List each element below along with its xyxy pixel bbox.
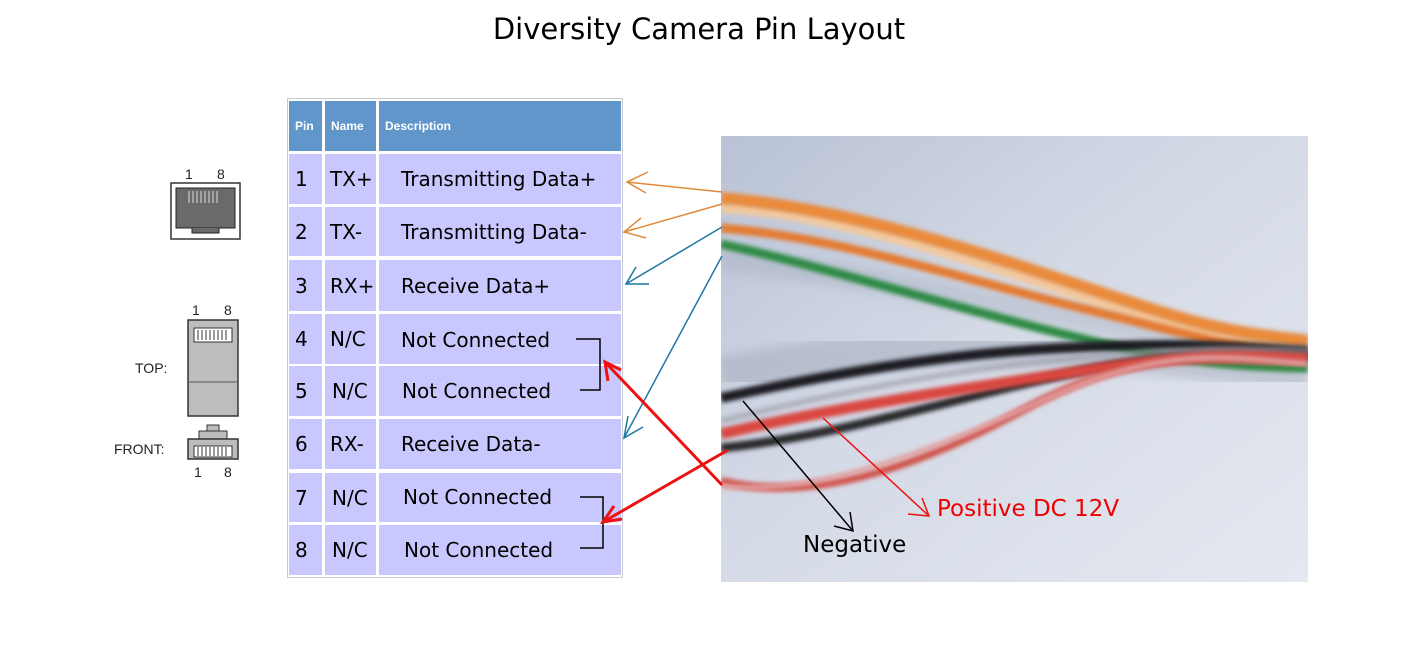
negative-label: Negative — [803, 532, 906, 558]
orange-arrows — [624, 172, 722, 238]
positive-pointer — [823, 418, 929, 516]
negative-pointer — [743, 401, 853, 531]
nc-brackets — [576, 339, 603, 548]
blue-arrows — [624, 227, 722, 438]
red-arrows — [603, 362, 728, 522]
positive-label: Positive DC 12V — [937, 496, 1119, 522]
